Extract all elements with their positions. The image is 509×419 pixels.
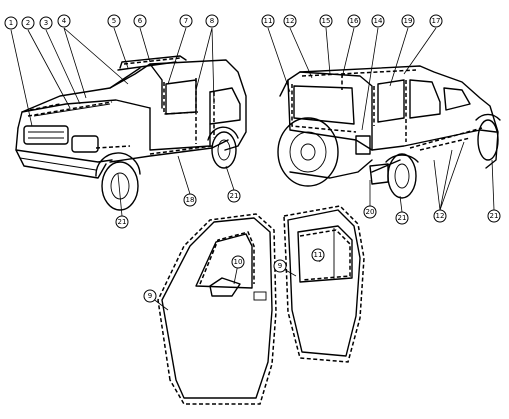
callout-19: 19 — [401, 14, 415, 28]
callout-7: 7 — [179, 14, 193, 28]
callouts-front-vehicle: 1 2 3 4 5 6 7 8 18 21 21 — [4, 14, 241, 229]
callout-21-front-left: 21 — [115, 215, 129, 229]
front-vehicle-illustration — [15, 55, 247, 211]
svg-text:19: 19 — [404, 17, 413, 25]
svg-text:20: 20 — [366, 208, 375, 216]
rear-vehicle-illustration — [277, 65, 501, 199]
svg-text:11: 11 — [264, 17, 273, 25]
callout-21-rear-right: 21 — [487, 209, 501, 223]
callout-18: 18 — [183, 193, 197, 207]
svg-text:2: 2 — [26, 19, 30, 27]
callout-12-bottom: 12 — [433, 209, 447, 223]
callout-10: 10 — [231, 255, 245, 269]
svg-text:1: 1 — [9, 19, 13, 27]
callout-21-front-right: 21 — [227, 189, 241, 203]
svg-text:7: 7 — [184, 17, 188, 25]
callouts-rear-vehicle: 11 12 15 16 14 19 17 20 21 12 21 — [261, 14, 501, 225]
rear-door-illustration — [283, 205, 365, 363]
svg-text:21: 21 — [118, 218, 127, 226]
svg-text:4: 4 — [62, 17, 67, 25]
svg-text:11: 11 — [314, 251, 323, 259]
callout-4: 4 — [57, 14, 71, 28]
svg-text:15: 15 — [322, 17, 331, 25]
callout-11: 11 — [261, 14, 275, 28]
front-door-illustration — [157, 213, 277, 405]
callout-8: 8 — [205, 14, 219, 28]
callout-14: 14 — [371, 14, 385, 28]
svg-text:5: 5 — [112, 17, 116, 25]
callout-15: 15 — [319, 14, 333, 28]
svg-text:12: 12 — [286, 17, 295, 25]
callout-9-rear-door: 9 — [273, 259, 287, 273]
svg-text:21: 21 — [398, 214, 407, 222]
callout-17: 17 — [429, 14, 443, 28]
callout-5: 5 — [107, 14, 121, 28]
svg-text:21: 21 — [490, 212, 499, 220]
svg-text:10: 10 — [234, 258, 243, 266]
callout-3: 3 — [39, 16, 53, 30]
svg-text:3: 3 — [44, 19, 48, 27]
svg-text:21: 21 — [230, 192, 239, 200]
callout-2: 2 — [21, 16, 35, 30]
callout-21-rear-left: 21 — [395, 211, 409, 225]
svg-text:9: 9 — [148, 292, 152, 300]
callout-6: 6 — [133, 14, 147, 28]
callout-12-top: 12 — [283, 14, 297, 28]
svg-text:18: 18 — [186, 196, 195, 204]
callout-11-door: 11 — [311, 248, 325, 262]
callout-20: 20 — [363, 205, 377, 219]
svg-text:8: 8 — [210, 17, 214, 25]
svg-text:6: 6 — [138, 17, 143, 25]
callouts-doors: 10 11 9 9 — [143, 248, 325, 303]
svg-text:12: 12 — [436, 212, 445, 220]
svg-text:14: 14 — [374, 17, 383, 25]
svg-text:16: 16 — [350, 17, 359, 25]
svg-text:9: 9 — [278, 262, 282, 270]
leader-lines — [10, 27, 495, 311]
svg-text:17: 17 — [432, 17, 441, 25]
callout-9-front-door: 9 — [143, 289, 157, 303]
callout-16: 16 — [347, 14, 361, 28]
callout-1: 1 — [4, 16, 18, 30]
